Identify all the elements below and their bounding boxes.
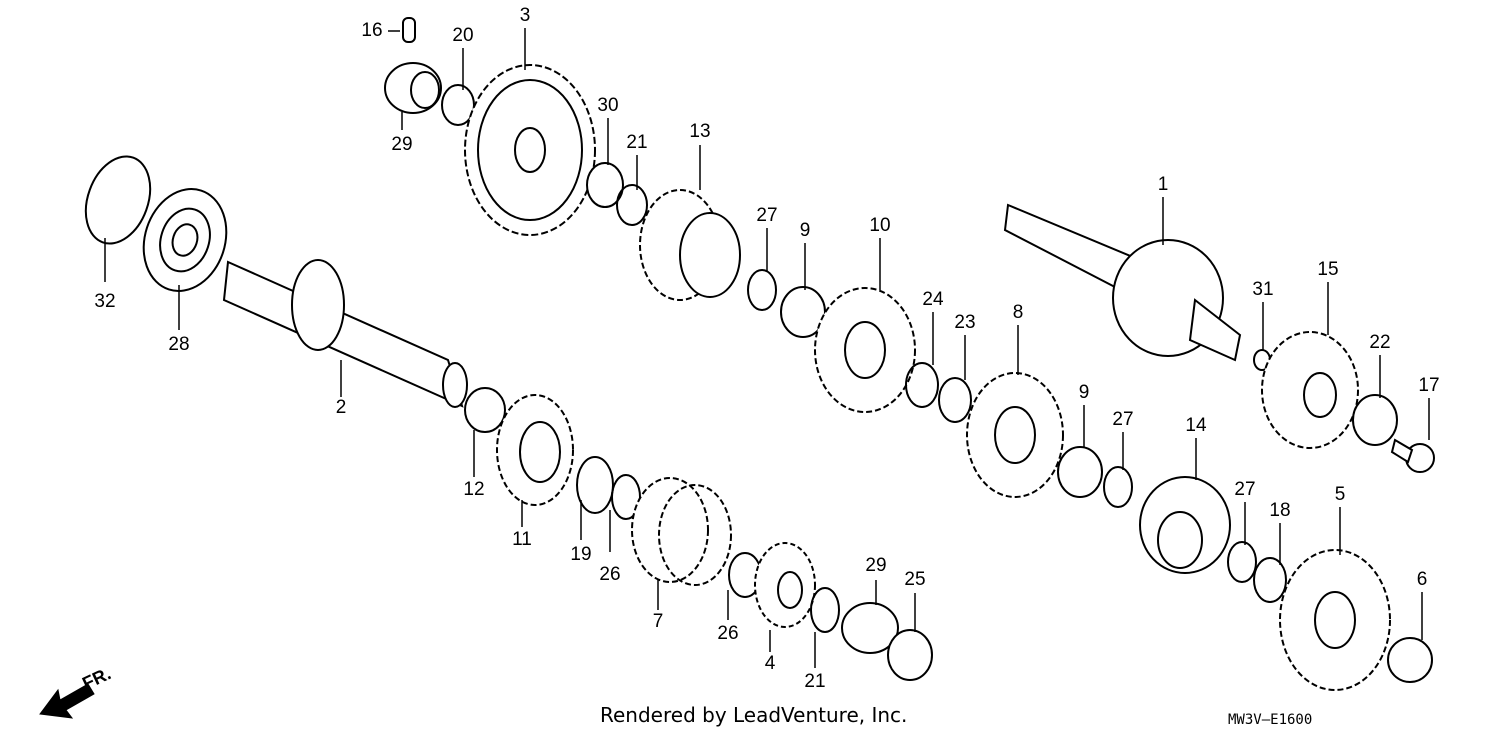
callout-label: 24 [922,289,944,310]
callout-label: 1 [1158,174,1169,195]
callout-label: 29 [391,134,412,155]
callout-label: 19 [570,544,591,565]
callout-label: 15 [1317,259,1338,280]
credit-text: Rendered by LeadVenture, Inc. [600,703,908,727]
callout-label: 28 [168,334,189,355]
callout-label: 9 [800,220,811,241]
callout-label: 13 [689,121,710,142]
callout-label: 31 [1252,279,1273,300]
callout-label: 5 [1335,484,1346,505]
callout-label: 10 [869,215,890,236]
callout-label: 8 [1013,302,1024,323]
front-direction-indicator: FR. [39,663,114,719]
callout-label: 27 [1234,479,1255,500]
callout-label: 26 [599,564,620,585]
callout-label: 18 [1269,500,1290,521]
callout-label: 16 [361,20,382,41]
callout-label: 22 [1369,332,1390,353]
callout-label: 30 [597,95,618,116]
callout-label: 25 [904,569,925,590]
callout-label: 29 [865,555,886,576]
callout-label: 17 [1418,375,1439,396]
callout-label: 20 [452,25,473,46]
callout-label: 23 [954,312,975,333]
callout-label: 14 [1185,415,1207,436]
callout-label: 3 [520,5,531,26]
callout-label: 21 [804,671,825,692]
callout-label: 32 [94,291,115,312]
callout-label: 7 [653,611,664,632]
part-drawings [84,17,1435,691]
callout-labels: 1 2 3 4 5 6 7 8 9 9 10 11 12 13 14 15 16… [94,5,1439,692]
leader-lines [104,28,1430,668]
callout-label: 6 [1417,569,1428,590]
callout-label: 9 [1079,382,1090,403]
callout-label: 21 [626,132,647,153]
callout-label: 26 [717,623,738,644]
callout-label: 12 [463,479,484,500]
callout-label: 2 [336,397,347,418]
callout-label: 27 [1112,409,1133,430]
diagram-code: MW3V—E1600 [1228,712,1313,728]
callout-label: 11 [512,529,532,550]
front-arrow-icon [39,683,95,719]
callout-label: 27 [756,205,777,226]
callout-label: 4 [765,653,776,674]
